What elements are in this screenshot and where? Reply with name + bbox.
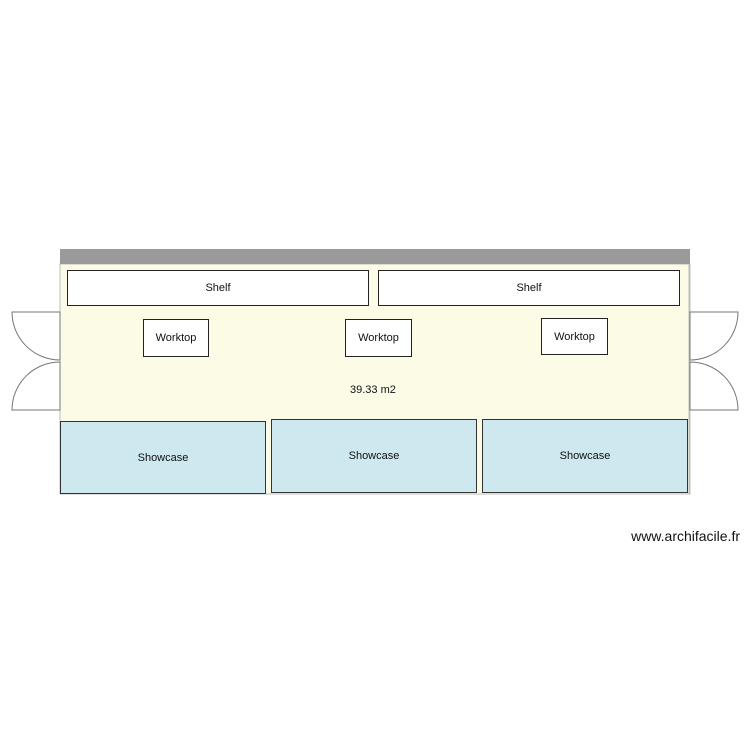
watermark-text: www.archifacile.fr xyxy=(631,528,740,544)
shelf-left: Shelf xyxy=(67,270,369,306)
left-door xyxy=(11,311,61,411)
top-wall xyxy=(60,249,690,264)
room-area-label: 39.33 m2 xyxy=(350,384,396,396)
worktop-right: Worktop xyxy=(541,318,608,355)
showcase-middle: Showcase xyxy=(271,419,477,493)
shelf-right: Shelf xyxy=(378,270,680,306)
showcase-left: Showcase xyxy=(60,421,266,494)
right-door xyxy=(689,311,739,411)
worktop-left: Worktop xyxy=(143,319,209,357)
worktop-middle: Worktop xyxy=(345,319,412,357)
showcase-right: Showcase xyxy=(482,419,688,493)
